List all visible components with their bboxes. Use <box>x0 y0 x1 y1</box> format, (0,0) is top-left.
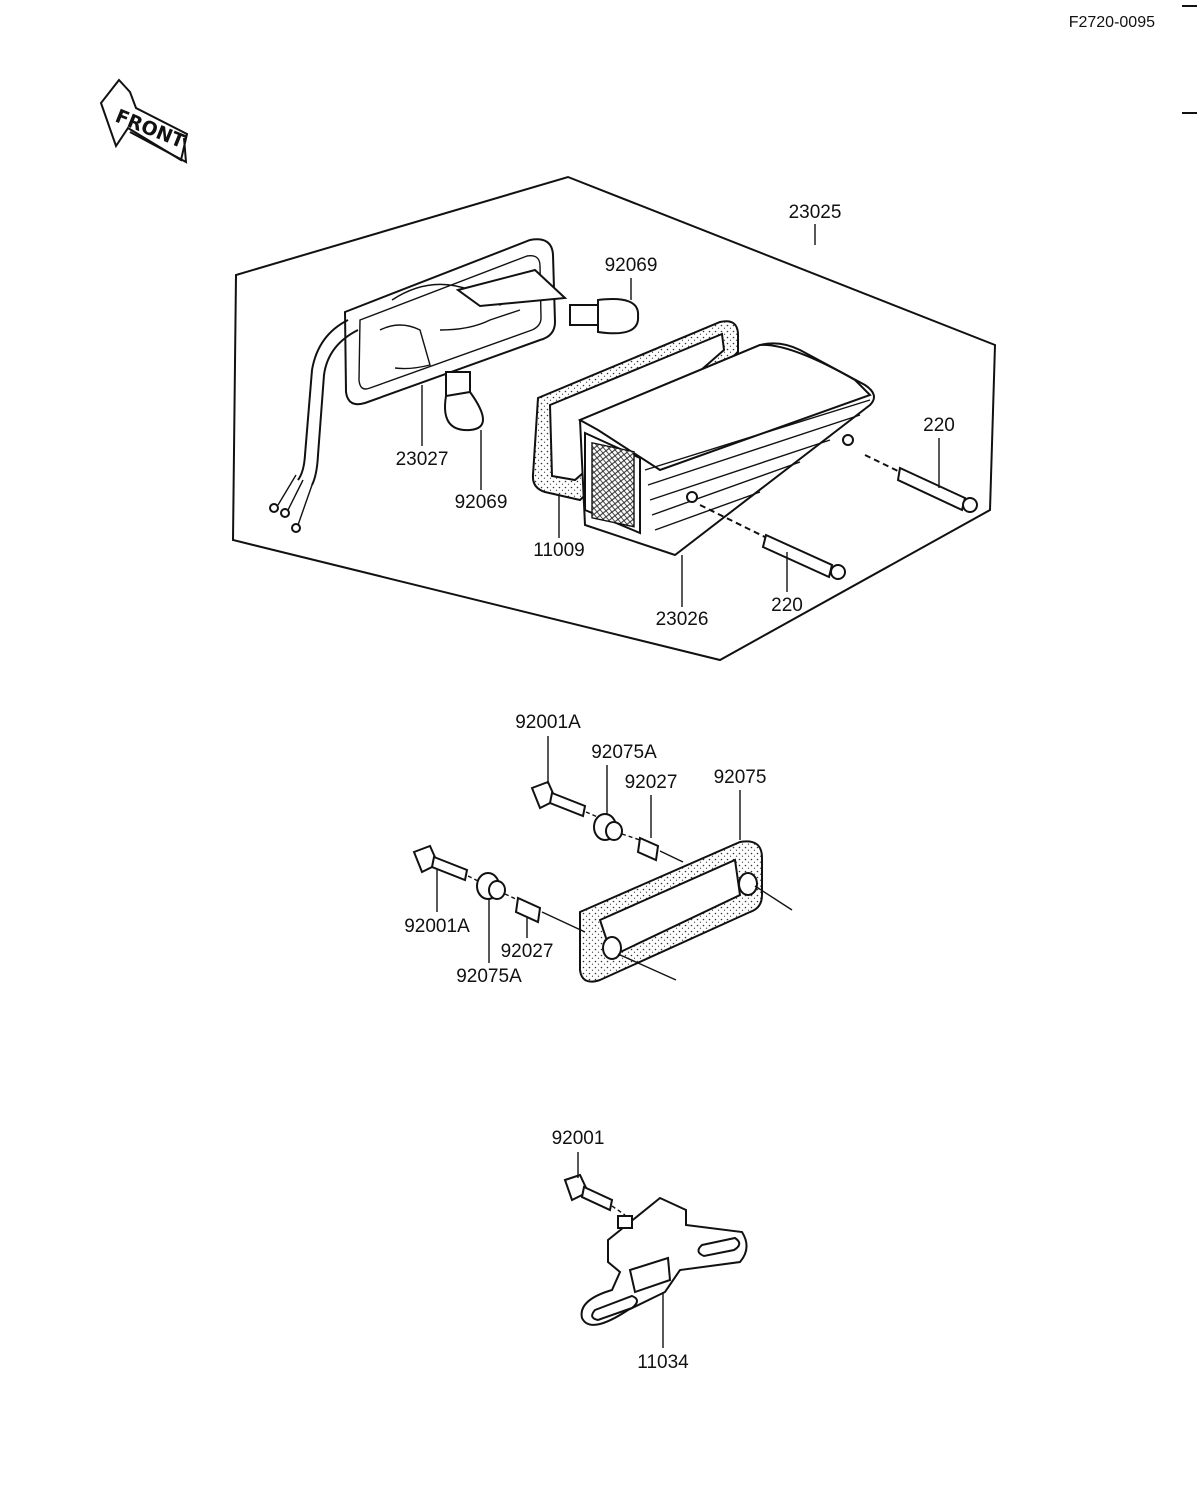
part-label-92001A-bottom: 92001A <box>404 916 470 937</box>
part-label-92027-bottom: 92027 <box>501 941 554 962</box>
part-label-92075A-bottom: 92075A <box>456 966 522 987</box>
drawing-code: F2720-0095 <box>1069 14 1155 31</box>
part-label-23025: 23025 <box>789 202 842 223</box>
part-label-11034: 11034 <box>637 1352 689 1373</box>
screw-bottom <box>699 504 846 580</box>
part-label-92001: 92001 <box>552 1128 605 1149</box>
part-label-23027: 23027 <box>396 449 449 470</box>
part-label-23026: 23026 <box>656 609 709 630</box>
bolt-set-bottom <box>412 844 586 933</box>
bulb-top <box>569 298 640 335</box>
part-label-220-bottom: 220 <box>771 595 803 616</box>
bolt-set-top <box>530 780 684 863</box>
bulb-bottom <box>444 371 484 432</box>
assembly-boundary <box>231 175 997 662</box>
part-label-92069-bottom: 92069 <box>455 492 508 513</box>
part-label-92075: 92075 <box>714 767 767 788</box>
screw-top <box>864 454 978 513</box>
base-gasket <box>579 840 793 983</box>
front-arrow-icon: FRONT <box>99 78 189 164</box>
front-label: FRONT <box>112 105 188 153</box>
part-label-11009: 11009 <box>533 540 584 561</box>
license-bracket <box>563 1173 748 1326</box>
part-label-92069-top: 92069 <box>605 255 658 276</box>
part-label-92001A-top: 92001A <box>515 712 581 733</box>
part-label-220-top: 220 <box>923 415 955 436</box>
wire-harness <box>269 319 359 533</box>
part-label-92075A-top: 92075A <box>591 742 657 763</box>
part-label-92027-top: 92027 <box>625 772 678 793</box>
lamp-housing <box>343 238 568 406</box>
lens-cover <box>577 342 875 557</box>
